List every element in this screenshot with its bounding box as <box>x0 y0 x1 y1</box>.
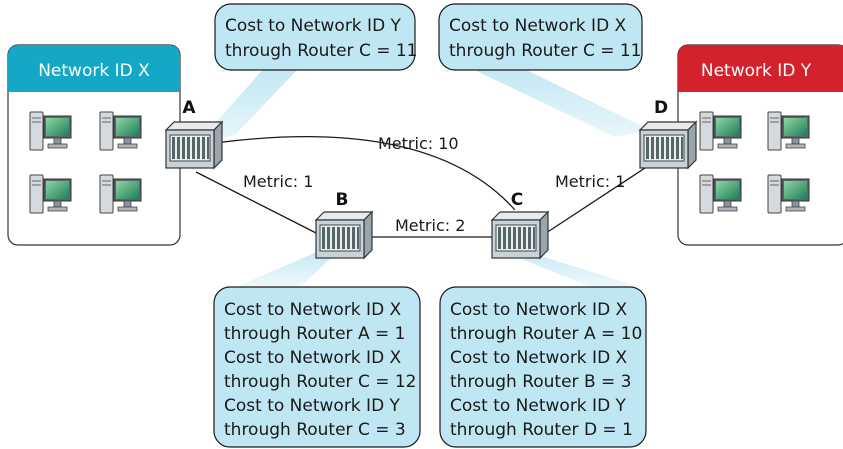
router-b-label: B <box>336 190 349 210</box>
router-a-label: A <box>182 98 196 118</box>
metric-b-c-label: Metric: 2 <box>395 216 465 235</box>
callout-b-line-1: Cost to Network ID X <box>224 300 402 320</box>
computer-icon <box>29 174 72 214</box>
callout-b-line-5: Cost to Network ID Y <box>224 396 401 416</box>
callout-router-c: Cost to Network ID X through Router A = … <box>439 286 647 448</box>
computer-icon <box>99 111 142 151</box>
computer-icon <box>699 111 742 151</box>
callout-b-line-2: through Router A = 1 <box>224 324 405 344</box>
callout-c-line-5: Cost to Network ID Y <box>450 396 627 416</box>
router-d: D <box>639 98 697 169</box>
callout-c-line-1: Cost to Network ID X <box>450 300 628 320</box>
metric-a-b-label: Metric: 1 <box>243 172 313 191</box>
computer-icon <box>29 111 72 151</box>
computer-icon <box>99 174 142 214</box>
router-icon <box>639 121 697 169</box>
callout-a-line-1: Cost to Network ID Y <box>225 16 402 36</box>
router-b: B <box>315 190 373 259</box>
router-a: A <box>165 98 223 169</box>
router-icon <box>491 211 549 259</box>
link-a-b <box>195 171 321 236</box>
callout-router-a: Cost to Network ID Y through Router C = … <box>214 3 418 71</box>
router-c: C <box>491 190 549 259</box>
link-c-d <box>542 167 646 236</box>
callout-b-line-4: through Router C = 12 <box>224 372 417 392</box>
computer-icon <box>699 174 742 214</box>
callout-b-tail <box>236 248 340 287</box>
router-icon <box>315 211 373 259</box>
callout-router-d: Cost to Network ID X through Router C = … <box>438 3 643 71</box>
computer-icon <box>767 111 810 151</box>
network-x-box: Network ID X <box>7 44 181 246</box>
router-icon <box>165 121 223 169</box>
network-y-title: Network ID Y <box>701 61 812 81</box>
callout-c-line-2: through Router A = 10 <box>450 324 642 344</box>
callout-c-line-4: through Router B = 3 <box>450 372 631 392</box>
callout-b-line-3: Cost to Network ID X <box>224 348 402 368</box>
callout-d-tail <box>468 67 650 137</box>
callout-d-line-2: through Router C = 11 <box>449 41 642 61</box>
metric-a-c-label: Metric: 10 <box>378 134 459 153</box>
callout-a-line-2: through Router C = 11 <box>225 41 418 61</box>
network-x-title: Network ID X <box>38 61 150 81</box>
computer-icon <box>767 174 810 214</box>
callout-a-tail <box>198 67 300 143</box>
router-c-label: C <box>511 190 523 210</box>
metric-c-d-label: Metric: 1 <box>555 172 625 191</box>
network-y-box: Network ID Y <box>677 44 843 246</box>
callout-router-b: Cost to Network ID X through Router A = … <box>213 286 421 448</box>
callout-d-line-1: Cost to Network ID X <box>449 16 627 36</box>
router-d-label: D <box>654 98 668 118</box>
link-a-c <box>214 136 516 211</box>
callout-c-line-6: through Router D = 1 <box>450 420 633 440</box>
callout-b-line-6: through Router C = 3 <box>224 420 406 440</box>
callout-c-line-3: Cost to Network ID X <box>450 348 628 368</box>
